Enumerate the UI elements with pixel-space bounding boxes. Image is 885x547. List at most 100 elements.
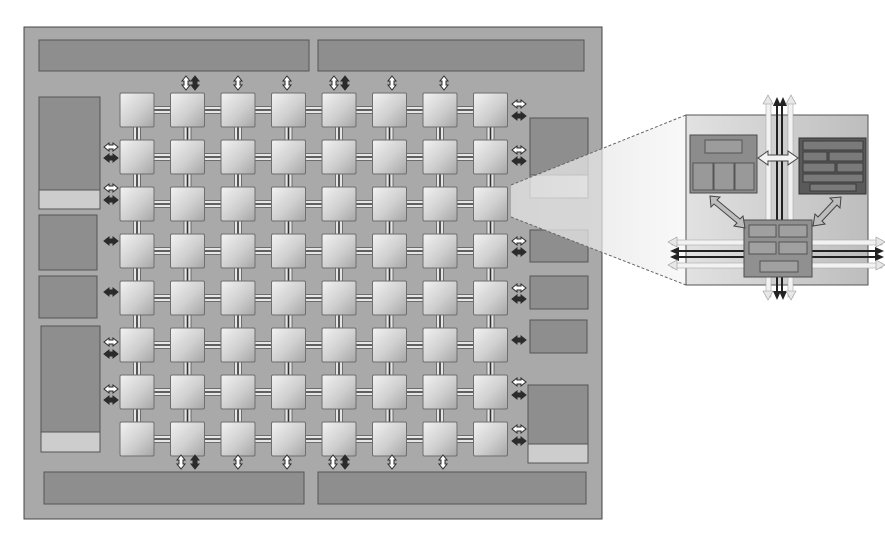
link-v-5-1 bbox=[183, 361, 192, 376]
io-bottom-4 bbox=[386, 454, 398, 470]
link-v-6-4 bbox=[335, 408, 343, 423]
link-h-3-1 bbox=[204, 247, 222, 255]
tile-2-6 bbox=[422, 186, 458, 222]
router-cell-5 bbox=[759, 260, 799, 273]
link-v-5-0 bbox=[133, 361, 141, 376]
tile-5-7 bbox=[473, 327, 508, 363]
tile-6-4 bbox=[321, 374, 357, 410]
tile-4-1 bbox=[170, 280, 205, 316]
core-memory-arrow bbox=[757, 150, 799, 166]
link-h-4-5 bbox=[406, 294, 424, 302]
memory-row-3b bbox=[836, 162, 864, 173]
link-h-4-1 bbox=[204, 294, 222, 302]
io-top-3-0 bbox=[328, 75, 340, 91]
tile-1-2 bbox=[220, 139, 256, 175]
link-v-2-2 bbox=[234, 220, 242, 235]
tile-5-2 bbox=[220, 327, 256, 363]
tile-1-3 bbox=[271, 139, 306, 175]
link-v-2-6 bbox=[436, 220, 444, 235]
tile-2-3 bbox=[271, 186, 306, 222]
io-left-8 bbox=[103, 383, 119, 395]
tile-0-3 bbox=[271, 92, 306, 128]
link-h-1-6 bbox=[456, 153, 474, 161]
io-right-0 bbox=[511, 98, 527, 110]
link-v-0-6 bbox=[436, 126, 444, 141]
link-v-4-0 bbox=[133, 314, 141, 329]
io-right-11 bbox=[511, 423, 527, 435]
tile-3-5 bbox=[372, 233, 407, 269]
core-router-arrow bbox=[709, 195, 746, 229]
tile-6-7 bbox=[473, 374, 508, 410]
router-cell-1 bbox=[748, 224, 777, 238]
io-left-4 bbox=[103, 235, 119, 247]
bus-arrowhead-left-light-top bbox=[667, 236, 678, 248]
link-v-4-6 bbox=[436, 314, 444, 329]
tile-7-3 bbox=[271, 421, 306, 457]
tile-7-7 bbox=[473, 421, 508, 457]
link-h-5-6 bbox=[456, 341, 474, 349]
tile-2-0 bbox=[119, 186, 155, 222]
link-v-1-7 bbox=[486, 173, 495, 188]
io-left-3 bbox=[103, 194, 119, 206]
link-h-7-2 bbox=[254, 435, 272, 443]
link-v-0-4 bbox=[335, 126, 343, 141]
link-v-0-2 bbox=[234, 126, 242, 141]
link-h-6-1 bbox=[204, 388, 222, 396]
link-v-1-4 bbox=[335, 173, 343, 188]
zoom-line-bottom bbox=[510, 216, 687, 286]
tile-4-7 bbox=[473, 280, 508, 316]
io-top-0-0 bbox=[180, 75, 192, 91]
link-h-0-2 bbox=[254, 106, 272, 114]
link-h-3-2 bbox=[254, 247, 272, 255]
link-h-4-6 bbox=[456, 294, 474, 302]
io-bottom-2 bbox=[281, 454, 293, 470]
tile-1-0 bbox=[119, 139, 155, 175]
tile-4-2 bbox=[220, 280, 256, 316]
left-block-2 bbox=[38, 214, 98, 271]
bottom-right-block bbox=[317, 471, 587, 505]
link-v-4-4 bbox=[335, 314, 343, 329]
link-v-6-3 bbox=[284, 408, 293, 423]
tile-2-1 bbox=[170, 186, 205, 222]
link-h-3-6 bbox=[456, 247, 474, 255]
link-v-3-2 bbox=[234, 267, 242, 282]
link-h-5-3 bbox=[305, 341, 323, 349]
link-v-3-4 bbox=[335, 267, 343, 282]
link-h-0-4 bbox=[355, 106, 373, 114]
io-right-1 bbox=[511, 110, 527, 122]
tile-2-5 bbox=[372, 186, 407, 222]
link-h-2-5 bbox=[406, 200, 424, 208]
io-left-7 bbox=[103, 348, 119, 360]
tile-6-5 bbox=[372, 374, 407, 410]
tile-7-4 bbox=[321, 421, 357, 457]
link-h-0-3 bbox=[305, 106, 323, 114]
link-v-1-2 bbox=[234, 173, 242, 188]
io-right-10 bbox=[511, 389, 527, 401]
link-v-1-0 bbox=[133, 173, 141, 188]
core-block-header bbox=[704, 139, 743, 154]
bus-arrowhead-top-light-left bbox=[762, 94, 774, 105]
link-v-4-5 bbox=[385, 314, 394, 329]
tile-5-4 bbox=[321, 327, 357, 363]
link-v-5-2 bbox=[234, 361, 242, 376]
tile-6-3 bbox=[271, 374, 306, 410]
link-h-7-5 bbox=[406, 435, 424, 443]
tile-1-1 bbox=[170, 139, 205, 175]
tile-0-2 bbox=[220, 92, 256, 128]
link-h-2-3 bbox=[305, 200, 323, 208]
io-left-6 bbox=[103, 336, 119, 348]
link-h-6-3 bbox=[305, 388, 323, 396]
link-v-6-5 bbox=[385, 408, 394, 423]
io-left-9 bbox=[103, 394, 119, 406]
tile-0-1 bbox=[170, 92, 205, 128]
link-h-1-4 bbox=[355, 153, 373, 161]
tile-1-5 bbox=[372, 139, 407, 175]
right-block-3 bbox=[529, 275, 589, 310]
link-h-4-3 bbox=[305, 294, 323, 302]
bus-arrowhead-top-1 bbox=[773, 97, 781, 106]
tile-4-0 bbox=[119, 280, 155, 316]
link-v-2-4 bbox=[335, 220, 343, 235]
link-h-6-0 bbox=[153, 388, 171, 396]
link-h-0-6 bbox=[456, 106, 474, 114]
tile-6-6 bbox=[422, 374, 458, 410]
